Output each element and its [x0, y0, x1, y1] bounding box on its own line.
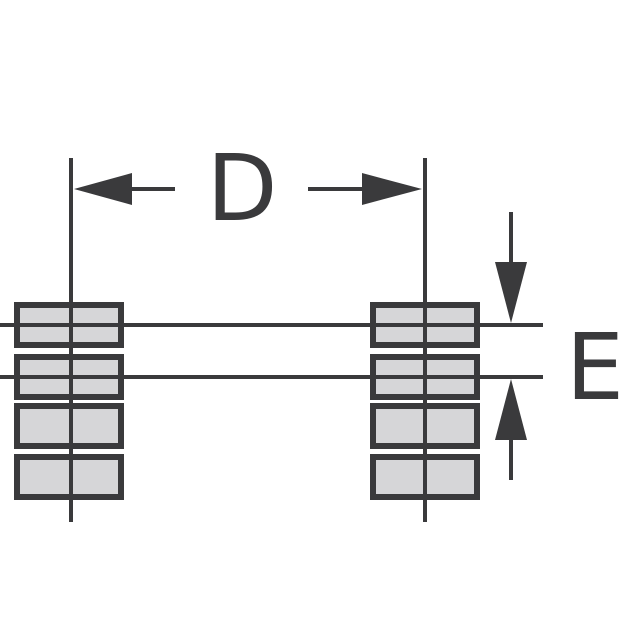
- dimension-d: D: [74, 135, 422, 242]
- dimension-d-arrow-right: [362, 173, 422, 205]
- dimension-e: E: [495, 212, 624, 480]
- dimension-d-label: D: [207, 135, 278, 242]
- dimension-e-label: E: [566, 314, 624, 421]
- reference-lines: [0, 158, 543, 522]
- dimension-e-arrow-bottom: [495, 379, 527, 440]
- dimension-d-arrow-left: [74, 173, 132, 205]
- dimension-e-arrow-top: [495, 262, 527, 323]
